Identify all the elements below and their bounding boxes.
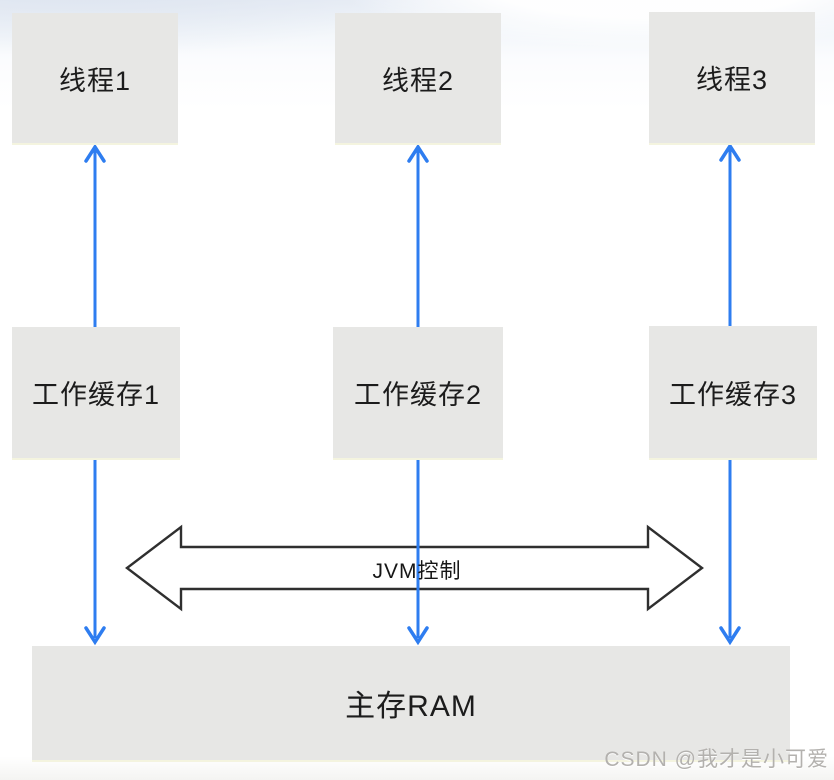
main-memory-label: 主存RAM [345, 690, 477, 723]
main-memory-box: 主存RAM [32, 646, 790, 760]
thread3-label: 线程3 [695, 65, 769, 95]
arrowhead-down-icon [719, 626, 741, 646]
arrowhead-up-icon [719, 142, 741, 162]
jvm-control-double-arrow [125, 524, 704, 612]
arrowhead-up-icon [84, 143, 106, 163]
arrowhead-down-icon [84, 626, 106, 646]
thread1-box: 线程1 [12, 13, 178, 143]
work-cache2-box: 工作缓存2 [333, 327, 503, 458]
thread3-box: 线程3 [649, 12, 815, 143]
work-cache3-box: 工作缓存3 [649, 326, 817, 458]
work-cache3-label: 工作缓存3 [668, 379, 798, 410]
thread1-label: 线程1 [58, 65, 132, 96]
jvm-control-label: JVM控制 [372, 560, 462, 583]
work-cache2-label: 工作缓存2 [353, 380, 483, 410]
arrowhead-up-icon [407, 143, 429, 163]
work-cache1-label: 工作缓存1 [31, 380, 161, 410]
work-cache1-box: 工作缓存1 [12, 327, 180, 458]
thread2-label: 线程2 [381, 65, 455, 96]
csdn-watermark: CSDN @我才是小可爱 [604, 748, 829, 771]
arrowhead-down-icon [407, 626, 429, 646]
thread2-box: 线程2 [335, 13, 501, 143]
